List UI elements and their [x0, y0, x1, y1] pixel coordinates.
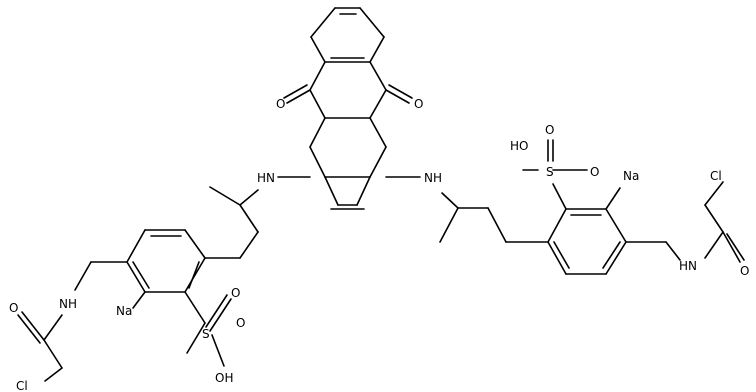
amide-left-nh: NH	[59, 297, 77, 311]
na-left: Na	[116, 304, 132, 318]
so3h-right-sulfur: S	[546, 165, 554, 179]
amide-right-chlorine: Cl	[710, 169, 722, 183]
bonds	[17, 7, 745, 382]
so3h-right-oxygen-up: O	[545, 123, 554, 137]
nh-right: NH	[424, 171, 442, 185]
o-ketone-right: O	[414, 97, 423, 111]
so3h-left-oxygen-right: O	[236, 316, 245, 330]
amide-right-nh: HN	[679, 259, 697, 273]
so3h-right-ho: HO	[510, 139, 528, 153]
so3h-left-oxygen-up: O	[231, 286, 240, 300]
o-ketone-left: O	[276, 97, 285, 111]
so3h-left-sulfur: S	[202, 327, 210, 341]
so3h-left-oh: OH	[215, 371, 233, 385]
amide-right-oxygen: O	[740, 264, 749, 278]
atom-labels: O O HN NH Na Na S O O OH S O O HO NH O C…	[9, 97, 749, 392]
amide-left-chlorine: Cl	[16, 379, 28, 392]
na-right: Na	[623, 169, 639, 183]
nh-left: HN	[257, 171, 275, 185]
so3h-right-oxygen-down: O	[590, 165, 599, 179]
amide-left-oxygen: O	[9, 301, 18, 315]
